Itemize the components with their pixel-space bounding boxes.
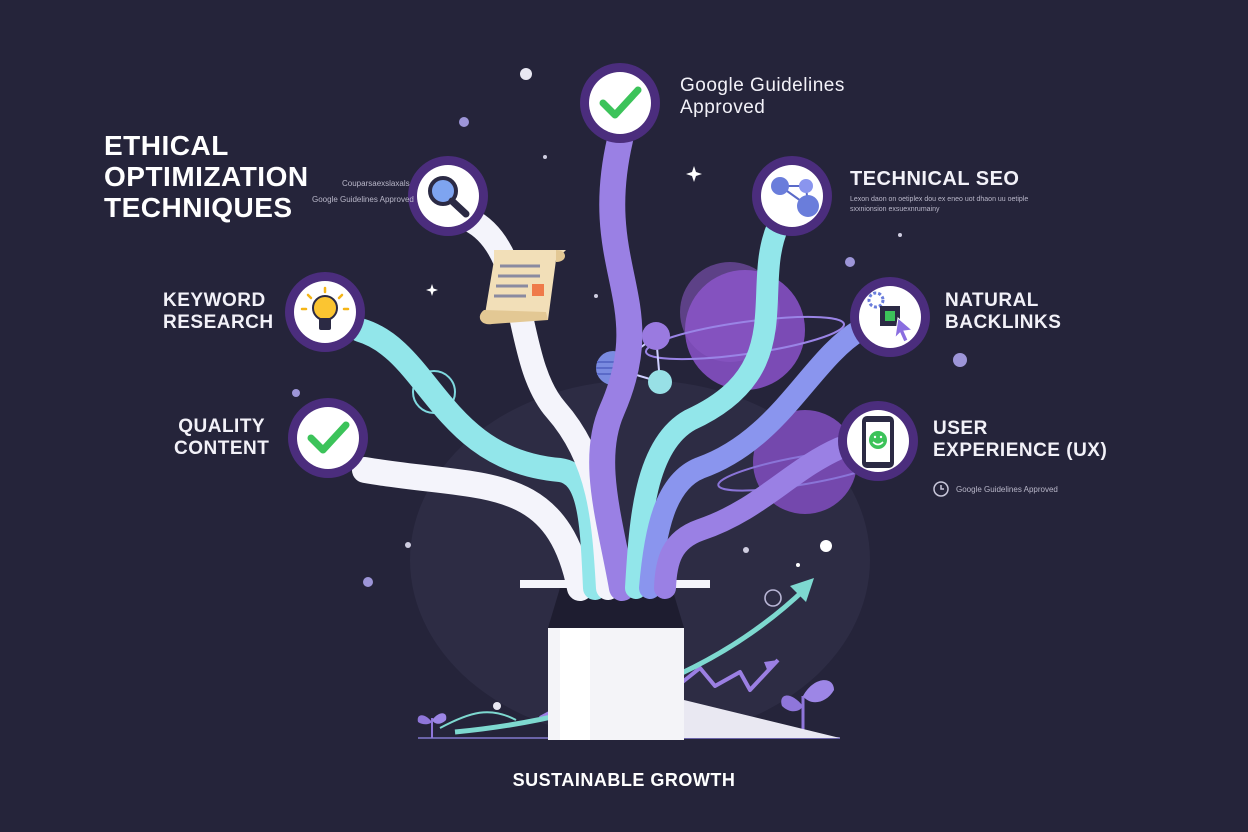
node-natural-backlinks <box>850 277 930 357</box>
label-line: BACKLINKS <box>945 312 1062 333</box>
magnifier-icon <box>428 176 470 218</box>
title-line: OPTIMIZATION <box>104 161 309 192</box>
node-google-guidelines <box>580 63 660 143</box>
node-quality-content <box>288 398 368 478</box>
sprout-right <box>781 680 834 735</box>
stream-quality-content <box>352 457 593 601</box>
page-title: ETHICAL OPTIMIZATION TECHNIQUES <box>104 130 309 223</box>
label-line: EXPERIENCE (UX) <box>933 440 1108 461</box>
ux-note: Google Guidelines Approved <box>956 484 1058 495</box>
label-natural-backlinks: NATURAL BACKLINKS <box>945 290 1061 334</box>
label-line: QUALITY <box>178 416 266 437</box>
sprout-left <box>417 713 447 738</box>
note-line: Google Guidelines Approved <box>956 485 1058 494</box>
label-user-experience: USER EXPERIENCE (UX) <box>933 418 1107 462</box>
label-line: RESEARCH <box>163 312 274 333</box>
label-line: KEYWORD <box>163 290 266 311</box>
node-user-experience <box>838 401 918 481</box>
label-line: Google Guidelines <box>680 75 845 96</box>
network-nodes-icon <box>771 177 819 217</box>
label-quality-content: QUALITY CONTENT <box>174 416 269 460</box>
checkmark-icon <box>599 86 642 119</box>
node-technical-seo <box>752 156 832 236</box>
sparkle-stars <box>426 166 702 296</box>
title-note-line: Couparsaexslaxals <box>342 179 410 188</box>
lightbulb-icon <box>300 286 350 330</box>
title-line: TECHNIQUES <box>104 192 293 223</box>
stream-natural-backlinks <box>639 319 871 599</box>
label-line: CONTENT <box>174 438 270 459</box>
stream-google <box>589 127 643 601</box>
chip-cursor-icon <box>867 291 914 343</box>
stream-user-experience <box>654 437 851 599</box>
checkmark-icon <box>307 421 350 454</box>
title-note-line: Google Guidelines Approved <box>312 195 414 204</box>
label-line: Approved <box>680 97 766 118</box>
node-keyword-research <box>285 272 365 352</box>
note-line: sxxnionsion exsuexnrumainy <box>850 206 940 213</box>
document-scroll-icon <box>479 250 566 325</box>
label-google-guidelines: Google Guidelines Approved <box>680 75 845 119</box>
node-search <box>408 156 488 236</box>
technical-seo-note: Lexon daon on oetiplex dou ex eneo uot d… <box>850 195 1030 215</box>
label-line: USER <box>933 418 988 439</box>
label-technical-seo: TECHNICAL SEO <box>850 168 1019 190</box>
growth-arrow-head <box>790 578 814 602</box>
label-line: TECHNICAL SEO <box>850 168 1020 190</box>
title-note: Couparsaexslaxals Google Guidelines Appr… <box>312 178 414 205</box>
stream-technical-seo <box>625 215 789 599</box>
title-line: ETHICAL <box>104 130 229 161</box>
clock-icon <box>933 481 949 497</box>
smartphone-smile-icon <box>862 416 894 468</box>
footer-caption: SUSTAINABLE GROWTH <box>512 770 736 790</box>
note-line: Lexon daon on oetiplex dou ex eneo uot d… <box>850 196 1029 203</box>
label-line: NATURAL <box>945 290 1039 311</box>
label-keyword-research: KEYWORD RESEARCH <box>163 290 274 334</box>
